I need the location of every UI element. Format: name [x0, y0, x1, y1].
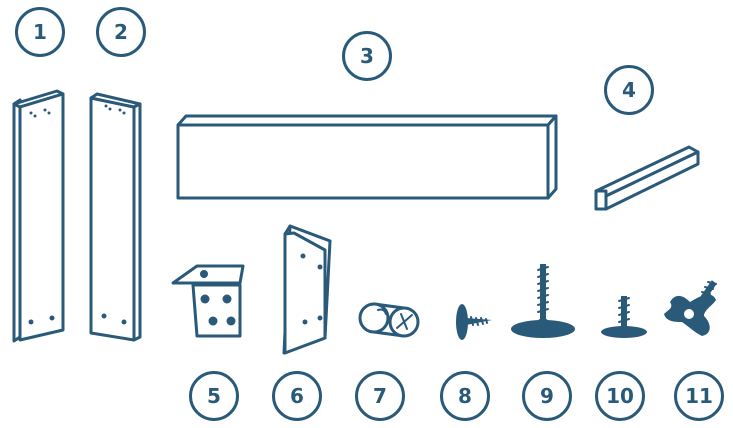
part-number-badge-7: 7 [355, 371, 405, 421]
part-number-badge-3: 3 [342, 31, 392, 81]
side-panel-left-icon [12, 89, 65, 343]
part-number-badge-5: 5 [189, 371, 239, 421]
mounting-plate-icon [282, 224, 332, 355]
long-board-icon [176, 114, 558, 200]
star-knob-icon [664, 280, 717, 336]
large-leveling-foot-icon [511, 264, 575, 338]
part-number-badge-2: 2 [96, 7, 146, 57]
part-number-badge-1: 1 [15, 7, 65, 57]
part-number-badge-11: 11 [674, 371, 724, 421]
cam-lock-icon [358, 302, 420, 338]
part-number-badge-10: 10 [595, 371, 645, 421]
part-number-badge-4: 4 [604, 65, 654, 115]
wooden-dowel-bar-icon [594, 145, 700, 211]
part-number-badge-8: 8 [440, 371, 490, 421]
part-number-badge-6: 6 [272, 371, 322, 421]
nail-icon [456, 304, 492, 340]
small-leveling-foot-icon [601, 296, 647, 338]
part-number-badge-9: 9 [522, 371, 572, 421]
angle-bracket-icon [171, 264, 245, 338]
side-panel-right-icon [89, 92, 142, 342]
